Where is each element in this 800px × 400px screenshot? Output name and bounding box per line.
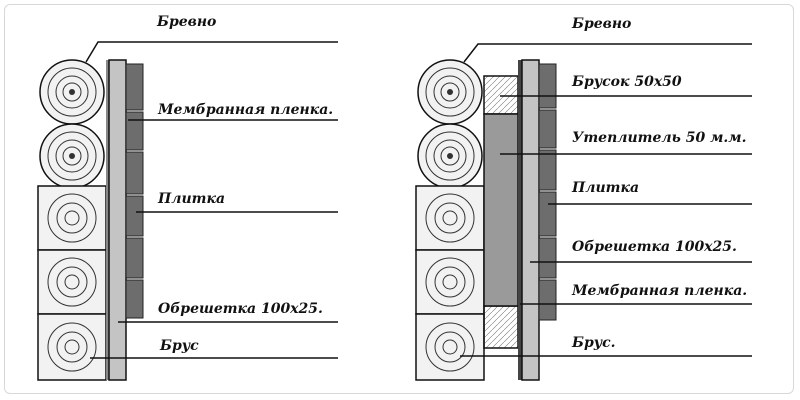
left-membrane: [106, 60, 109, 380]
left-label-lathing: Обрешетка 100х25.: [158, 301, 323, 317]
right-bar-bottom: [483, 305, 519, 349]
right-label-insulation: Утеплитель 50 м.м.: [572, 130, 747, 146]
right-label-membrane: Мембранная пленка.: [572, 283, 748, 299]
left-leader-log: [85, 41, 338, 63]
left-label-log: Бревно: [157, 14, 217, 30]
right-label-bar: Брусок 50х50: [572, 74, 682, 90]
image-frame: [4, 4, 794, 394]
right-round-log-1: [417, 59, 483, 125]
right-square-beam-2: [415, 249, 485, 315]
right-label-lathing: Обрешетка 100х25.: [572, 239, 737, 255]
left-lathing-board: [108, 59, 127, 381]
left-label-membrane: Мембранная пленка.: [158, 102, 334, 118]
right-label-log: Бревно: [572, 16, 632, 32]
right-tile-stack: [538, 63, 557, 321]
left-label-beam: Брус: [160, 338, 199, 354]
right-section: [415, 43, 752, 381]
left-square-beam-1: [37, 185, 107, 251]
right-leader-log: [463, 43, 752, 63]
left-round-log-1: [39, 59, 105, 125]
left-round-log-2: [39, 123, 105, 189]
right-membrane: [518, 60, 522, 380]
right-bar-top: [483, 75, 519, 115]
left-section: [37, 41, 338, 381]
right-square-beam-3: [415, 313, 485, 381]
right-round-log-2: [417, 123, 483, 189]
right-insulation: [483, 113, 519, 307]
right-square-beam-1: [415, 185, 485, 251]
right-label-beam: Брус.: [572, 335, 616, 351]
right-label-tile: Плитка: [572, 180, 640, 196]
left-square-beam-3: [37, 313, 107, 381]
left-tile-stack: [125, 63, 144, 319]
left-square-beam-2: [37, 249, 107, 315]
left-label-tile: Плитка: [158, 191, 226, 207]
right-lathing-board: [521, 59, 540, 381]
